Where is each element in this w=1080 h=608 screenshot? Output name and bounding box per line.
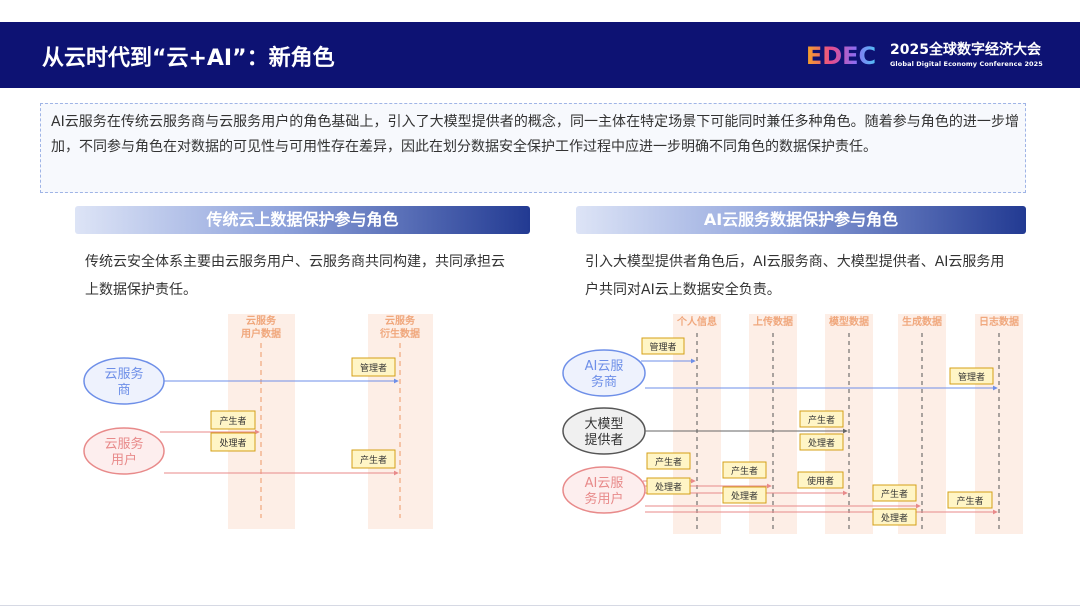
column-derived-data xyxy=(368,314,433,529)
svg-text:产生者: 产生者 xyxy=(808,414,835,426)
column-label: 上传数据 xyxy=(753,315,793,328)
actor-label: AI云服 xyxy=(585,476,624,491)
svg-text:处理者: 处理者 xyxy=(655,481,682,493)
svg-text:产生者: 产生者 xyxy=(219,415,246,427)
left-section-description: 传统云安全体系主要由云服务用户、云服务商共同构建，共同承担云上数据保护责任。 xyxy=(85,254,505,298)
column-label: 个人信息 xyxy=(676,315,717,328)
column-label: 云服务 xyxy=(385,314,416,327)
tag-producer: 产生者 xyxy=(722,461,767,479)
conference-title: 2025全球数字经济大会 xyxy=(890,42,1041,58)
svg-text:处理者: 处理者 xyxy=(731,490,758,502)
tag-producer: 产生者 xyxy=(646,452,691,470)
svg-text:产生者: 产生者 xyxy=(731,465,758,477)
svg-text:管理者: 管理者 xyxy=(958,371,985,383)
svg-text:使用者: 使用者 xyxy=(807,475,834,487)
intro-box: AI云服务在传统云服务商与云服务用户的角色基础上，引入了大模型提供者的概念，同一… xyxy=(40,103,1026,193)
edec-logo: EDEC xyxy=(806,42,876,70)
tag-producer: 产生者 xyxy=(799,410,844,428)
svg-text:处理者: 处理者 xyxy=(808,437,835,449)
tag-processor: 处理者 xyxy=(646,477,691,495)
actor-cloud-user xyxy=(83,427,165,475)
svg-text:处理者: 处理者 xyxy=(881,512,908,524)
tag-processor: 处理者 xyxy=(722,486,767,504)
tag-processor: 处理者 xyxy=(872,508,917,526)
svg-text:产生者: 产生者 xyxy=(881,488,908,500)
actor-label: 用户 xyxy=(111,452,137,468)
tag-manager: 管理者 xyxy=(351,357,396,377)
actor-ai-cloud-provider xyxy=(562,349,646,397)
column-label: 日志数据 xyxy=(979,315,1019,328)
tag-producer: 产生者 xyxy=(351,449,396,469)
actor-label: AI云服 xyxy=(585,359,624,374)
svg-text:产生者: 产生者 xyxy=(360,454,387,466)
tag-processor: 处理者 xyxy=(210,432,256,452)
traditional-cloud-role-diagram: 云服务 用户数据 云服务 衍生数据 云服务 商 云服务 用户 管理者 产生者 处… xyxy=(83,314,433,529)
actor-label: 务用户 xyxy=(584,491,623,507)
actor-label: 云服务 xyxy=(104,436,143,452)
conference-subtitle: Global Digital Economy Conference 2025 xyxy=(890,60,1043,68)
intro-text: AI云服务在传统云服务商与云服务用户的角色基础上，引入了大模型提供者的概念，同一… xyxy=(51,114,1019,155)
tag-producer: 产生者 xyxy=(210,410,256,430)
footer-divider xyxy=(0,605,1080,606)
logo-text: EDEC xyxy=(806,42,876,70)
tag-producer: 产生者 xyxy=(947,491,993,509)
svg-text:处理者: 处理者 xyxy=(219,437,246,449)
column-label: 用户数据 xyxy=(240,327,281,340)
actor-ai-cloud-user xyxy=(562,466,646,514)
actor-label: 商 xyxy=(117,383,130,398)
title-bar: 从云时代到“云+AI”：新角色 EDEC 2025全球数字经济大会 Global… xyxy=(0,22,1080,88)
column-label: 衍生数据 xyxy=(379,327,420,340)
actor-label: 大模型 xyxy=(584,417,623,432)
page-title: 从云时代到“云+AI”：新角色 xyxy=(42,46,335,71)
svg-text:产生者: 产生者 xyxy=(655,456,682,468)
svg-text:产生者: 产生者 xyxy=(956,495,983,507)
svg-text:管理者: 管理者 xyxy=(649,341,676,353)
right-section-header: AI云服务数据保护参与角色 xyxy=(576,206,1026,234)
actor-label: 提供者 xyxy=(584,432,623,448)
column-label: 生成数据 xyxy=(902,315,942,328)
column-label: 模型数据 xyxy=(829,315,869,328)
right-section-description: 引入大模型提供者角色后，AI云服务商、大模型提供者、AI云服务用户共同对AI云上… xyxy=(585,254,1005,298)
tag-processor: 处理者 xyxy=(799,433,844,451)
tag-manager: 管理者 xyxy=(949,367,994,385)
left-section-header: 传统云上数据保护参与角色 xyxy=(75,206,530,234)
tag-producer: 产生者 xyxy=(872,484,917,502)
column-label: 云服务 xyxy=(246,314,277,327)
svg-text:管理者: 管理者 xyxy=(360,362,387,374)
tag-user: 使用者 xyxy=(797,471,844,489)
actor-label: 云服务 xyxy=(104,366,143,382)
tag-manager: 管理者 xyxy=(641,337,685,355)
actor-label: 务商 xyxy=(591,374,617,390)
